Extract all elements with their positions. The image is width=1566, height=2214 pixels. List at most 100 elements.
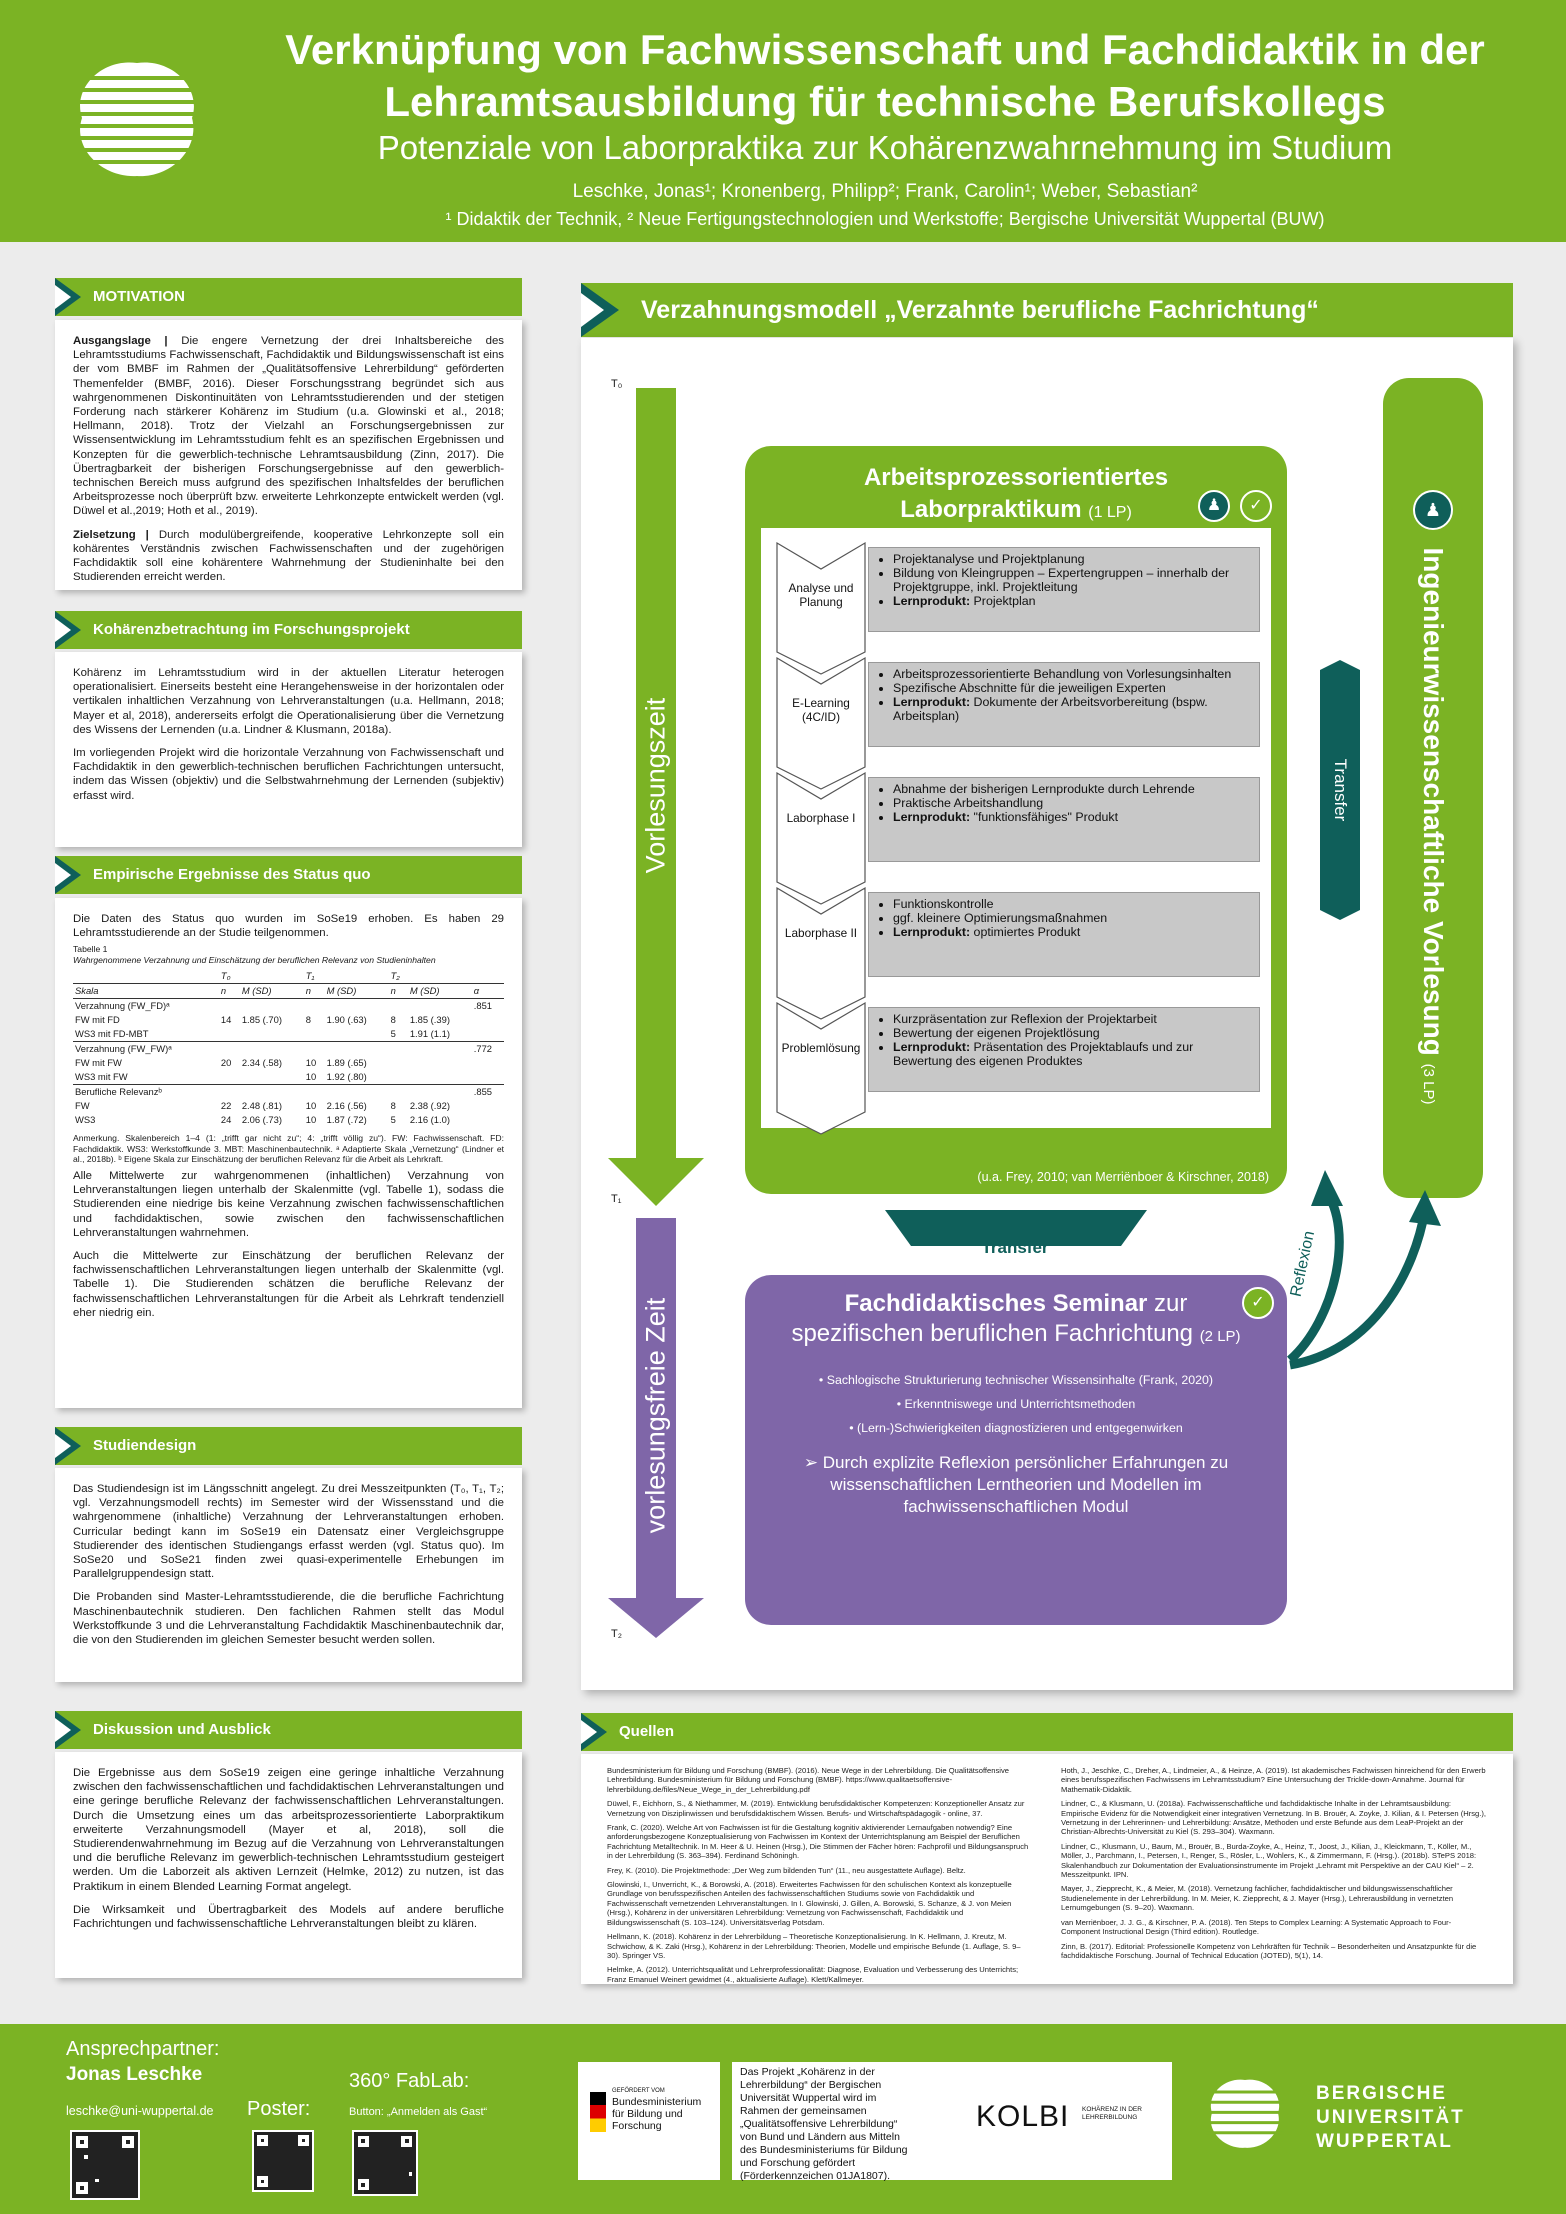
step-item: Bewertung der eigenen Projektlösung	[893, 1026, 1249, 1040]
step-items: Abnahme der bisherigen Lernprodukte durc…	[879, 782, 1249, 824]
step-label: Laborphase II	[784, 926, 858, 940]
step-chevron: Problemlösung	[775, 1001, 867, 1136]
reference-entry: Düwel, F., Eichhorn, S., & Niethammer, M…	[607, 1799, 1025, 1818]
contact-label: Ansprechpartner:	[66, 2038, 220, 2060]
step-items: Arbeitsprozessorientierte Behandlung von…	[879, 667, 1249, 723]
teacher-icon: ♟	[1198, 490, 1230, 522]
seminar-item: • Erkenntniswege und Unterrichtsmethoden	[896, 1397, 1136, 1411]
poster-header: Verknüpfung von Fachwissenschaft und Fac…	[0, 0, 1566, 242]
step-label: Problemlösung	[781, 1041, 861, 1055]
seminar-box: Fachdidaktisches Seminar zur spezifische…	[745, 1275, 1287, 1625]
model-heading: Verzahnungsmodell „Verzahnte berufliche …	[581, 283, 1513, 337]
university-lion-logo	[72, 62, 202, 177]
authors: Leschke, Jonas¹; Kronenberg, Philipp²; F…	[572, 181, 1198, 202]
contact-name: Jonas Leschke	[66, 2064, 203, 2085]
reference-entry: Glowinski, I., Unverricht, K., & Borowsk…	[607, 1880, 1012, 1927]
reference-entry: Hoth, J., Jeschke, C., Dreher, A., Lindm…	[1061, 1766, 1486, 1794]
seminar-conclusion: ➢ Durch explizite Reflexion persönlicher…	[803, 1453, 1229, 1516]
references-right: Hoth, J., Jeschke, C., Dreher, A., Lindm…	[1061, 1766, 1487, 1972]
step-content: Projektanalyse und ProjektplanungBildung…	[868, 547, 1260, 632]
reflexion-arrows	[1286, 1170, 1441, 1370]
studiendesign-box: Das Studiendesign ist im Längsschnitt an…	[55, 1468, 522, 1682]
empirie-box: Die Daten des Status quo wurden im SoSe1…	[55, 898, 522, 1408]
vorlesungsfreie-zeit-label: vorlesungsfreie Zeit	[640, 1297, 671, 1534]
step-item: Abnahme der bisherigen Lernprodukte durc…	[893, 782, 1249, 796]
reference-entry: Frey, K. (2010). Die Projektmethode: „De…	[607, 1865, 966, 1875]
t2-label: T₂	[611, 1628, 622, 1640]
step-product: Lernprodukt: optimiertes Produkt	[893, 925, 1249, 939]
kohaerenz-heading: Kohärenzbetrachtung im Forschungsprojekt	[55, 611, 522, 649]
vorlesungszeit-label: Vorlesungszeit	[640, 697, 671, 874]
step-item: ggf. kleinere Optimierungsmaßnahmen	[893, 911, 1249, 925]
step-items: Kurzpräsentation zur Reflexion der Proje…	[879, 1012, 1249, 1068]
reference-entry: Lindner, C., & Klusmann, U. (2018a). Fac…	[1061, 1799, 1487, 1837]
reference-entry: Bundesministerium für Bildung und Forsch…	[607, 1766, 1009, 1794]
chevron-shape	[776, 886, 866, 1020]
fablab-qr-code[interactable]	[352, 2130, 418, 2196]
reference-entry: Hellmann, K. (2018). Kohärenz in der Leh…	[607, 1932, 1021, 1960]
chevron-shape	[776, 656, 866, 790]
step-product: Lernprodukt: "funktionsfähiges" Produkt	[893, 810, 1249, 824]
table-row: Verzahnung (FW_FW)ᵃ.772	[73, 1041, 504, 1057]
contact-email[interactable]: leschke@uni-wuppertal.de	[66, 2104, 214, 2118]
step-label: E-Learning (4C/ID)	[792, 696, 850, 724]
step-content: Abnahme der bisherigen Lernprodukte durc…	[868, 777, 1260, 862]
lecturer-icon: ♟	[1413, 490, 1453, 530]
reference-entry: van Merriënboer, J. J. G., & Kirschner, …	[1061, 1917, 1452, 1937]
chevron-shape	[776, 771, 866, 905]
step-label: Laborphase I	[786, 811, 856, 825]
table-row: Verzahnung (FW_FD)ᵃ.851	[75, 1000, 492, 1012]
contact-qr-code[interactable]	[70, 2130, 140, 2200]
step-item: Praktische Arbeitshandlung	[893, 796, 1249, 810]
laborpraktikum-citation: (u.a. Frey, 2010; van Merriënboer & Kirs…	[977, 1170, 1269, 1184]
t0-label: T₀	[611, 378, 623, 390]
step-label: Analyse und Planung	[788, 581, 854, 609]
table-row: Berufliche Relevanzᵇ.855	[73, 1084, 504, 1100]
poster-footer: Ansprechpartner: Jonas Leschke leschke@u…	[0, 2024, 1566, 2214]
diskussion-box: Die Ergebnisse aus dem SoSe19 zeigen ein…	[55, 1752, 522, 1978]
step-content: Arbeitsprozessorientierte Behandlung von…	[868, 662, 1260, 747]
step-content: Funktionskontrolleggf. kleinere Optimier…	[868, 892, 1260, 977]
seminar-title: Fachdidaktisches Seminar zur spezifische…	[791, 1290, 1241, 1347]
step-product: Lernprodukt: Projektplan	[893, 594, 1249, 608]
motivation-heading: MOTIVATION	[55, 278, 522, 316]
step-chevron: Laborphase II	[775, 886, 867, 1021]
quellen-box: Bundesministerium für Bildung und Forsch…	[581, 1754, 1513, 1984]
transfer-vertical-label: Transfer	[1331, 758, 1350, 822]
chevron-shape	[776, 1001, 866, 1135]
poster-qr-code[interactable]	[252, 2130, 314, 2192]
fablab-hint: Button: „Anmelden als Gast“	[349, 2106, 488, 2118]
seminar-learner-icon: ✓	[1242, 1287, 1274, 1319]
flag-icon	[590, 2092, 606, 2132]
quellen-heading: Quellen	[581, 1713, 1513, 1751]
poster-title: Verknüpfung von Fachwissenschaft und Fac…	[285, 26, 1485, 125]
transfer-horizontal-label: Transfer	[981, 1238, 1049, 1257]
seminar-items: • Sachlogische Strukturierung technische…	[745, 1368, 1287, 1440]
empirie-heading: Empirische Ergebnisse des Status quo	[55, 856, 522, 894]
references-left: Bundesministerium für Bildung und Forsch…	[607, 1766, 1033, 1984]
poster-subtitle: Potenziale von Laborpraktika zur Kohären…	[377, 129, 1393, 166]
reference-entry: Zinn, B. (2017). Editorial: Professionel…	[1061, 1941, 1477, 1960]
university-name: BERGISCHE UNIVERSITÄT WUPPERTAL	[1316, 2083, 1465, 2152]
timeline-arrows	[608, 388, 704, 1638]
vorlesung-title: Ingenieurwissenschaftliche Vorlesung (3 …	[1418, 547, 1449, 1105]
transfer-vertical-arrow	[1320, 660, 1360, 920]
step-item: Funktionskontrolle	[893, 897, 1249, 911]
fablab-label: 360° FabLab:	[349, 2070, 470, 2092]
step-product: Lernprodukt: Präsentation des Projektabl…	[893, 1040, 1249, 1068]
step-product: Lernprodukt: Dokumente der Arbeitsvorber…	[893, 695, 1249, 723]
step-chevron: E-Learning (4C/ID)	[775, 656, 867, 791]
bmbf-logo: GEFÖRDERT VOM Bundesministerium für Bild…	[578, 2062, 720, 2180]
motivation-box: Ausgangslage | Die engere Vernetzung der…	[55, 320, 522, 590]
bottom-lion-logo	[1206, 2079, 1284, 2148]
step-items: Projektanalyse und ProjektplanungBildung…	[879, 552, 1249, 608]
step-item: Kurzpräsentation zur Reflexion der Proje…	[893, 1012, 1249, 1026]
step-chevron: Analyse und Planung	[775, 541, 867, 676]
step-item: Spezifische Abschnitte für die jeweilige…	[893, 681, 1249, 695]
